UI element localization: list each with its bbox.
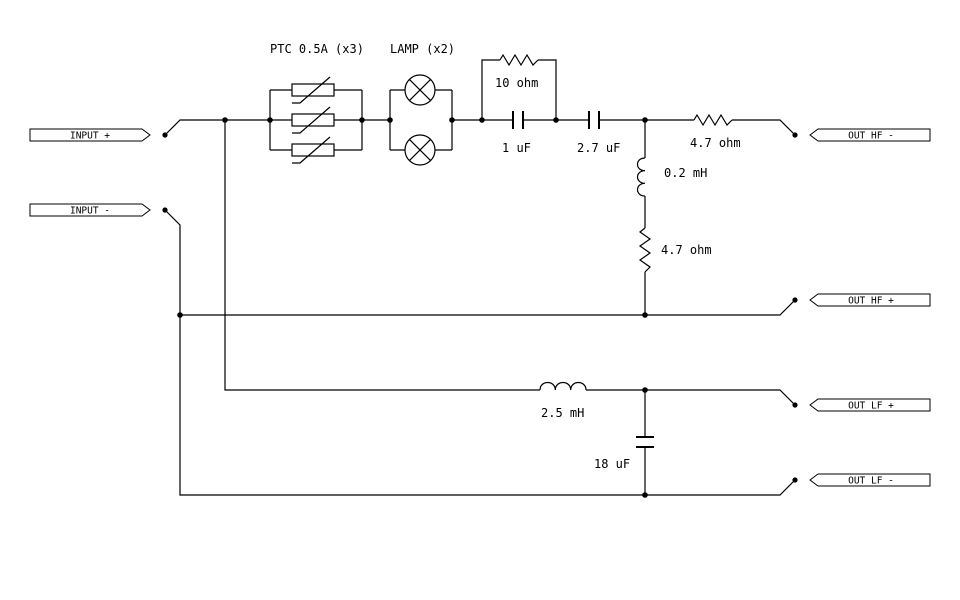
junction-dots	[177, 117, 648, 498]
ptc-1	[291, 76, 335, 104]
inductor-lf	[539, 381, 587, 391]
wires	[164, 59, 796, 496]
resistor-series	[693, 113, 733, 127]
lamp-array	[389, 74, 453, 166]
port-out-lf-minus-label: OUT LF -	[848, 476, 894, 487]
ptc-3	[291, 136, 335, 164]
port-out-hf-minus-label: OUT HF -	[848, 131, 894, 142]
inductor-hf	[636, 157, 646, 197]
resistor-shunt-label: 4.7 ohm	[661, 243, 712, 257]
port-out-lf-plus-label: OUT LF +	[848, 401, 894, 412]
capacitor-lf-label: 18 uF	[594, 457, 630, 471]
lamp-label: LAMP (x2)	[390, 42, 455, 56]
inductor-hf-label: 0.2 mH	[664, 166, 707, 180]
ptc-array	[269, 76, 363, 164]
ptc-label: PTC 0.5A (x3)	[270, 42, 364, 56]
ptc-2	[291, 106, 335, 134]
terminal-contacts	[162, 132, 798, 483]
port-input-plus: INPUT +	[29, 128, 151, 142]
inductor-lf-label: 2.5 mH	[541, 406, 584, 420]
resistor-bypass-label: 10 ohm	[495, 76, 538, 90]
resistor-shunt	[638, 227, 652, 273]
port-out-hf-plus-label: OUT HF +	[848, 296, 894, 307]
resistor-bypass	[499, 53, 539, 67]
capacitor-c1	[512, 111, 524, 129]
port-input-plus-label: INPUT +	[70, 131, 110, 142]
port-input-minus: INPUT -	[29, 203, 151, 217]
port-out-hf-plus: OUT HF +	[809, 293, 931, 307]
lamp-2	[404, 134, 436, 166]
port-out-lf-minus: OUT LF -	[809, 473, 931, 487]
capacitor-c1-label: 1 uF	[502, 141, 531, 155]
capacitor-c2	[588, 111, 600, 129]
port-input-minus-label: INPUT -	[70, 206, 110, 217]
port-out-hf-minus: OUT HF -	[809, 128, 931, 142]
capacitor-c2-label: 2.7 uF	[577, 141, 620, 155]
port-out-lf-plus: OUT LF +	[809, 398, 931, 412]
resistor-series-label: 4.7 ohm	[690, 136, 741, 150]
capacitor-lf	[636, 436, 654, 448]
lamp-1	[404, 74, 436, 106]
